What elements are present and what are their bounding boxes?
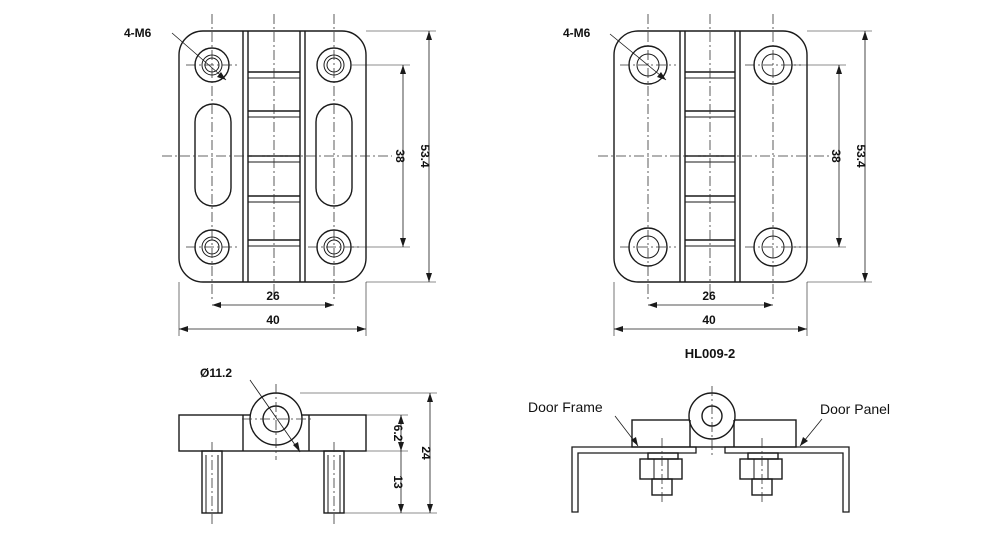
center-lines bbox=[162, 14, 392, 300]
door-frame-bracket bbox=[571, 446, 697, 513]
top-left-view: 4-M6 38 53.4 26 40 bbox=[124, 14, 436, 336]
dim-40-label-2: 40 bbox=[702, 313, 716, 327]
dim-24-label: 24 bbox=[419, 446, 433, 460]
dim-26-label: 26 bbox=[266, 289, 280, 303]
model-label: HL009-2 bbox=[685, 346, 736, 361]
install-nut-right bbox=[739, 452, 783, 496]
install-view: Door Frame Door Panel bbox=[528, 386, 890, 513]
dim-26-label-2: 26 bbox=[702, 289, 716, 303]
top-right-view: 4-M6 38 53.4 26 40 HL009-2 bbox=[563, 14, 872, 361]
side-view: Ø11.2 6.2 13 24 bbox=[178, 366, 437, 524]
dim-53-4-label: 53.4 bbox=[418, 144, 432, 168]
dim-13-label: 13 bbox=[391, 475, 405, 489]
hole-callout-label-2: 4-M6 bbox=[563, 26, 591, 40]
center-lines-2 bbox=[598, 14, 830, 300]
slot-left bbox=[194, 103, 232, 207]
door-panel-bracket bbox=[724, 446, 850, 513]
door-frame-label: Door Frame bbox=[528, 399, 603, 415]
dim-38-label-2: 38 bbox=[829, 149, 843, 163]
dim-53-4-label-2: 53.4 bbox=[854, 144, 868, 168]
hole-callout-label: 4-M6 bbox=[124, 26, 152, 40]
hinge-body-outline bbox=[178, 30, 367, 283]
hinge-body-outline-2 bbox=[613, 30, 808, 283]
dim-6-2-label: 6.2 bbox=[391, 425, 405, 442]
side-knuckle-outer bbox=[249, 392, 303, 446]
dim-38-label: 38 bbox=[393, 149, 407, 163]
install-nut-left bbox=[639, 452, 683, 496]
knuckle-diameter-label: Ø11.2 bbox=[200, 366, 232, 380]
dim-40-label: 40 bbox=[266, 313, 280, 327]
door-panel-label: Door Panel bbox=[820, 401, 890, 417]
